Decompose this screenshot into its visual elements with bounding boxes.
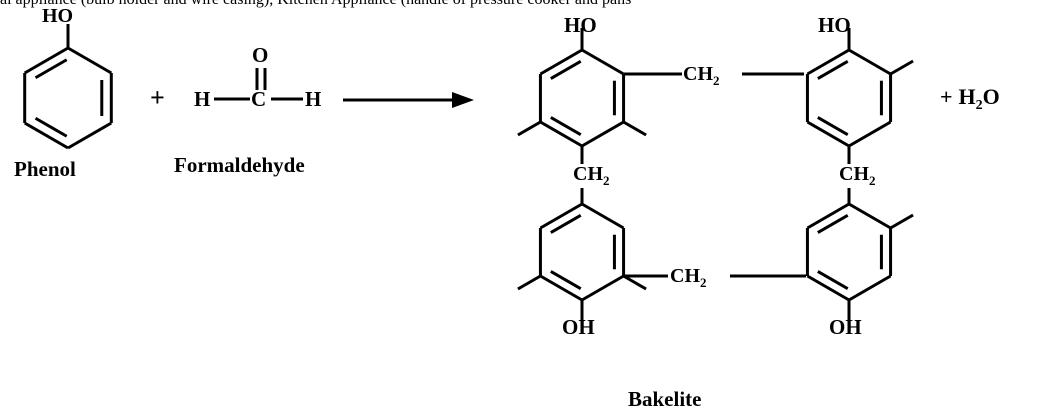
ring-bottom-left-double-bond — [550, 270, 582, 291]
ring-top-right-edge — [848, 120, 892, 148]
formaldehyde-c-label: C — [251, 87, 266, 111]
ring-bottom-left-edge — [539, 274, 583, 302]
ring-bottom-right-double-bond — [817, 270, 849, 291]
ring-bottom-left-substituent-bond — [517, 274, 542, 291]
phenol-ring-edge — [23, 121, 69, 150]
ring-top-left-edge — [581, 120, 625, 148]
formaldehyde-o-label: O — [252, 43, 268, 67]
ring-top-left-edge — [539, 120, 583, 148]
bakelite-label: Bakelite — [628, 387, 702, 410]
ring-bottom-right-edge — [806, 274, 850, 302]
formaldehyde-label: Formaldehyde — [174, 153, 305, 177]
ring-top-left-substituent-bond — [622, 120, 647, 137]
bridge-bottom-label: CH2 — [670, 265, 707, 290]
phenol-ring-edge — [67, 46, 113, 75]
ring-top-right-edge — [848, 48, 892, 76]
top-left-ho-label: HO — [564, 13, 597, 37]
ring-top-left-double-bond — [550, 116, 582, 137]
formaldehyde-h-right: H — [305, 87, 321, 111]
phenol-label: Phenol — [14, 157, 76, 181]
phenol-ring-double-bond — [34, 58, 68, 80]
ring-bottom-left — [517, 202, 647, 326]
bridge-right-label: CH2 — [839, 163, 876, 188]
reaction-arrow — [343, 92, 474, 108]
ring-bottom-right-substituent-bond — [889, 213, 914, 230]
bridge-left-label: CH2 — [573, 163, 610, 188]
formaldehyde-h-left: H — [194, 87, 210, 111]
water-byproduct: +H2O — [940, 84, 1000, 113]
ring-top-left-edge — [539, 48, 583, 76]
ring-top-right-double-bond — [817, 59, 849, 80]
formaldehyde-molecule: O H C H Formaldehyde — [174, 43, 321, 177]
phenol-ring-double-bond — [34, 116, 68, 138]
phenol-ring-edge — [23, 46, 69, 75]
ring-top-left-edge — [581, 48, 625, 76]
ring-top-right-double-bond — [817, 116, 849, 137]
bottom-left-oh-label: OH — [562, 315, 595, 339]
ring-top-left — [517, 28, 647, 148]
ring-bottom-left-edge — [581, 202, 625, 230]
ring-bottom-right-edge — [848, 202, 892, 230]
bottom-right-oh-label: OH — [829, 315, 862, 339]
phenol-ho-label: HO — [42, 5, 73, 27]
ring-bottom-right-edge — [848, 274, 892, 302]
ring-bottom-right-double-bond — [817, 213, 849, 234]
top-right-ho-label: HO — [818, 13, 851, 37]
ring-top-left-substituent-bond — [517, 120, 542, 137]
ring-top-right-substituent-bond — [889, 59, 914, 76]
bridge-top-label: CH2 — [683, 63, 720, 88]
header-text-fragment: al appliance (bulb holder and wire casin… — [0, 0, 1057, 9]
ring-bottom-right-edge — [806, 202, 850, 230]
ring-top-right-edge — [806, 120, 850, 148]
ring-top-right — [805, 28, 914, 148]
phenol-molecule: HO Phenol — [14, 5, 113, 181]
ring-bottom-left-substituent-bond — [622, 274, 647, 291]
ring-bottom-left-edge — [539, 202, 583, 230]
ring-top-left-double-bond — [550, 59, 582, 80]
ring-bottom-right — [805, 202, 914, 326]
bakelite-structure: HO HO OH OH CH2 CH2 CH2 CH2 Bakelite — [517, 13, 914, 410]
ring-bottom-left-double-bond — [550, 213, 582, 234]
phenol-ring-edge — [67, 121, 113, 150]
ring-top-right-edge — [806, 48, 850, 76]
plus-sign: + — [150, 83, 165, 112]
ring-bottom-left-edge — [581, 274, 625, 302]
phenol-ring — [23, 24, 113, 150]
